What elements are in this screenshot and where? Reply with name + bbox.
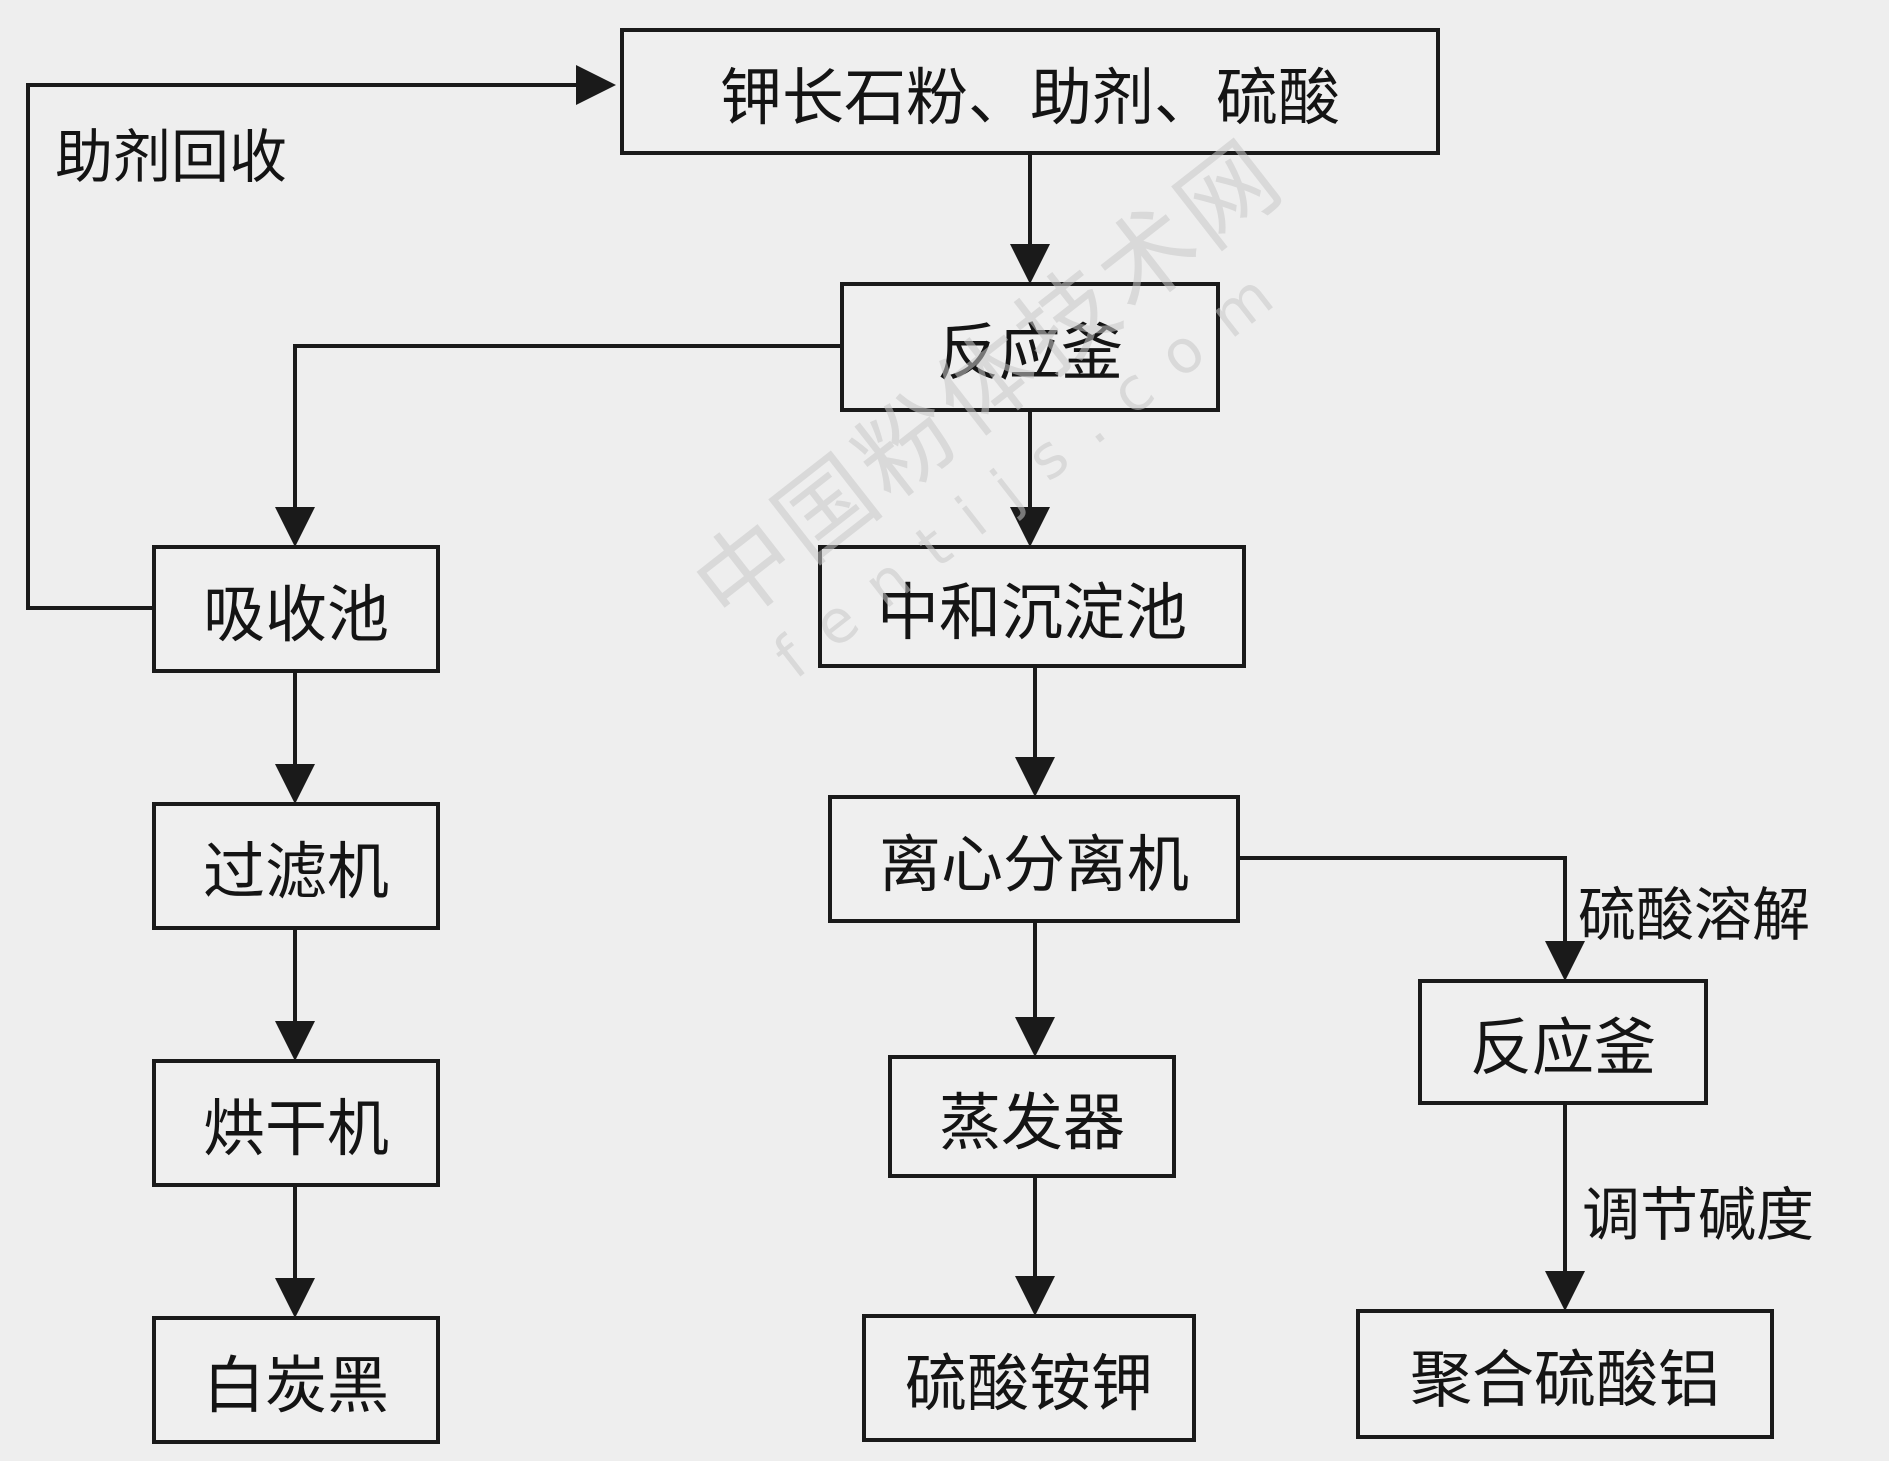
arrow-additive-recovery [26, 65, 616, 610]
node-absorption-tank: 吸收池 [152, 545, 440, 673]
node-white-carbon-black: 白炭黑 [152, 1316, 440, 1444]
node-neutralization-tank: 中和沉淀池 [818, 545, 1246, 668]
node-ammonium-potassium-sulfate: 硫酸铵钾 [862, 1314, 1196, 1442]
node-dryer: 烘干机 [152, 1059, 440, 1187]
node-reactor-right: 反应釜 [1418, 979, 1708, 1105]
node-centrifuge: 离心分离机 [828, 795, 1240, 923]
arrow-centrifuge-to-reactor-right [1240, 856, 1585, 981]
label-sulfuric-acid-dissolution: 硫酸溶解 [1578, 881, 1811, 949]
node-raw-materials: 钾长石粉、助剂、硫酸 [620, 28, 1440, 155]
node-polyaluminium-sulfate: 聚合硫酸铝 [1356, 1309, 1774, 1439]
node-filter: 过滤机 [152, 802, 440, 930]
label-additive-recovery: 助剂回收 [55, 123, 288, 191]
label-adjust-basicity: 调节碱度 [1582, 1181, 1815, 1249]
arrow-reactor-to-absorption [275, 344, 840, 547]
node-reactor-top: 反应釜 [840, 282, 1220, 412]
node-evaporator: 蒸发器 [888, 1055, 1176, 1178]
